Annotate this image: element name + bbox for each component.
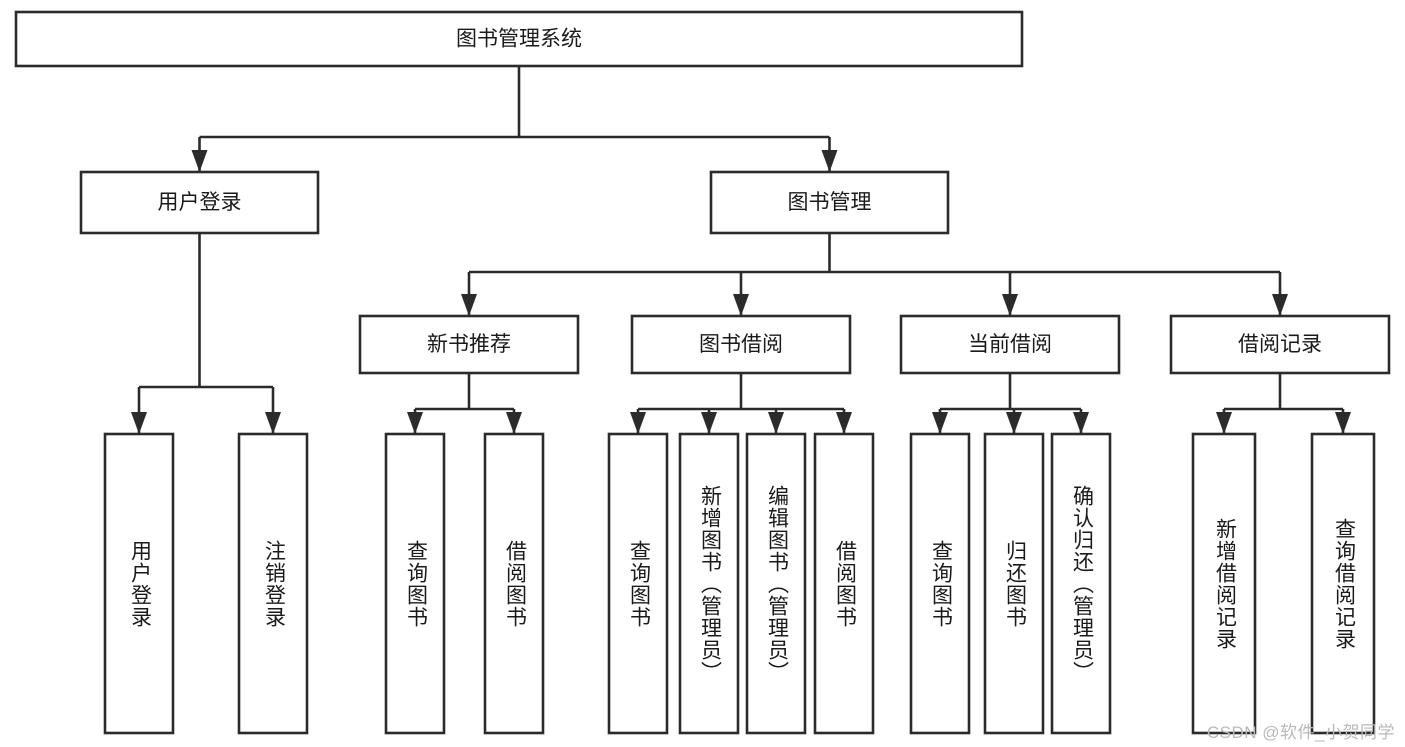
leaf-node-2-box[interactable] xyxy=(384,432,446,735)
level3-node-0-box[interactable] xyxy=(358,314,580,375)
leaf-node-9-box[interactable] xyxy=(983,432,1045,735)
arrow-head-icon xyxy=(733,294,749,316)
leaf-node-5-box[interactable] xyxy=(678,432,740,735)
level3-node-2-box[interactable] xyxy=(899,314,1121,375)
leaf-node-3-box[interactable] xyxy=(483,432,545,735)
leaf-node-8-box[interactable] xyxy=(909,432,971,735)
level3-node-1-label: 图书借阅 xyxy=(699,333,783,356)
level3-node-2-label: 当前借阅 xyxy=(968,333,1052,356)
arrow-head-icon xyxy=(932,412,948,434)
leaf-node-11-box[interactable] xyxy=(1191,432,1257,735)
arrow-head-icon xyxy=(836,412,852,434)
arrow-head-icon xyxy=(506,412,522,434)
arrow-head-icon xyxy=(131,412,147,434)
arrow-head-icon xyxy=(1216,412,1232,434)
leaf-node-0-box[interactable] xyxy=(103,432,175,735)
arrow-head-icon xyxy=(701,412,717,434)
leaf-node-7-box[interactable] xyxy=(813,432,875,735)
leaf-node-1-box[interactable] xyxy=(237,432,309,735)
arrow-head-icon xyxy=(461,294,477,316)
level3-node-3-label: 借阅记录 xyxy=(1238,333,1322,356)
arrow-head-icon xyxy=(265,412,281,434)
root-node-box[interactable] xyxy=(14,10,1024,68)
level2-node-1-box[interactable] xyxy=(709,170,950,235)
level2-node-1-label: 图书管理 xyxy=(788,191,872,214)
arrow-head-icon xyxy=(630,412,646,434)
leaf-node-12-box[interactable] xyxy=(1310,432,1376,735)
level2-node-0-label: 用户登录 xyxy=(158,191,242,214)
box-layer xyxy=(14,10,1391,735)
leaf-node-4-box[interactable] xyxy=(607,432,669,735)
arrow-head-icon xyxy=(191,150,208,172)
level2-node-0-box[interactable] xyxy=(79,170,320,235)
arrow-head-icon xyxy=(1006,412,1022,434)
arrow-head-icon xyxy=(1272,294,1288,316)
arrow-head-icon xyxy=(1002,294,1018,316)
arrow-head-icon xyxy=(1335,412,1351,434)
level3-node-0-label: 新书推荐 xyxy=(427,333,511,356)
arrow-head-icon xyxy=(821,150,838,172)
arrow-head-icon xyxy=(1073,412,1089,434)
leaf-node-6-box[interactable] xyxy=(745,432,807,735)
leaf-node-10-box[interactable] xyxy=(1050,432,1112,735)
level3-node-1-box[interactable] xyxy=(630,314,852,375)
level3-node-3-box[interactable] xyxy=(1169,314,1391,375)
arrow-head-icon xyxy=(768,412,784,434)
arrow-head-icon xyxy=(407,412,423,434)
root-node-label: 图书管理系统 xyxy=(456,28,582,51)
connector-layer xyxy=(131,66,1351,434)
